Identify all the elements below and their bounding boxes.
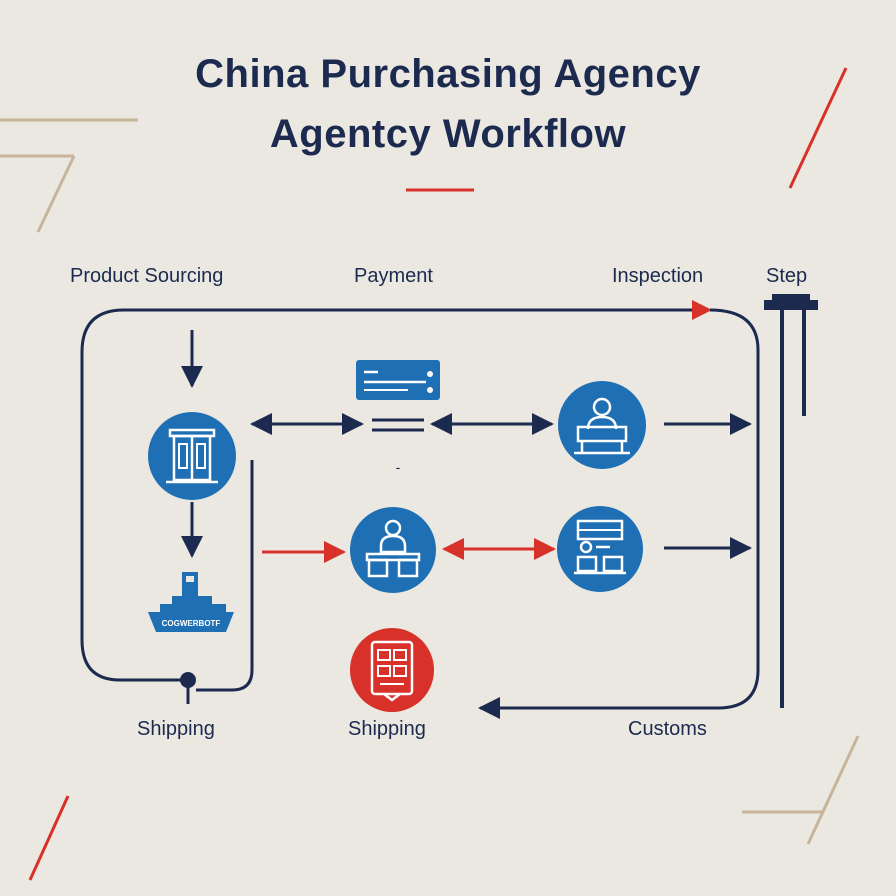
small-dash-mark: -	[396, 459, 401, 475]
label-shipping-center: Shipping	[348, 718, 426, 740]
decorative-lines	[0, 67, 860, 881]
label-customs: Customs	[628, 718, 707, 740]
diagram-title-line-1: China Purchasing Agency	[195, 52, 701, 96]
loop-arrowhead-red	[692, 300, 712, 320]
loop-path-left-top	[80, 308, 708, 682]
payment-card-icon	[356, 360, 440, 400]
loop-node	[180, 672, 196, 688]
deco-red-slash-top-right	[788, 67, 848, 189]
cargo-ship-icon: COGWERBOTF	[148, 572, 234, 632]
deco-tan-slash-bottom-right	[806, 735, 860, 845]
boxes-shelf-icon	[557, 506, 643, 592]
warehouse-icon	[148, 412, 236, 500]
inspector-icon	[558, 381, 646, 469]
customs-document-icon	[350, 628, 434, 712]
ship-hull-text: COGWERBOTF	[162, 619, 221, 628]
loop-path-inner-right	[196, 460, 254, 692]
step-pole	[764, 294, 818, 708]
label-shipping-left: Shipping	[137, 718, 215, 740]
label-inspection: Inspection	[612, 265, 704, 287]
worker-packing-icon	[350, 507, 436, 593]
deco-red-slash-bottom-left	[28, 795, 70, 881]
loop-path-right-bottom	[478, 308, 760, 719]
diagram-title-line-2: Agentcy Workflow	[269, 112, 627, 156]
label-step: Step	[766, 265, 808, 287]
deco-tan-slash-left	[36, 155, 76, 233]
label-product-sourcing: Product Sourcing	[70, 265, 224, 287]
label-payment: Payment	[354, 265, 433, 287]
